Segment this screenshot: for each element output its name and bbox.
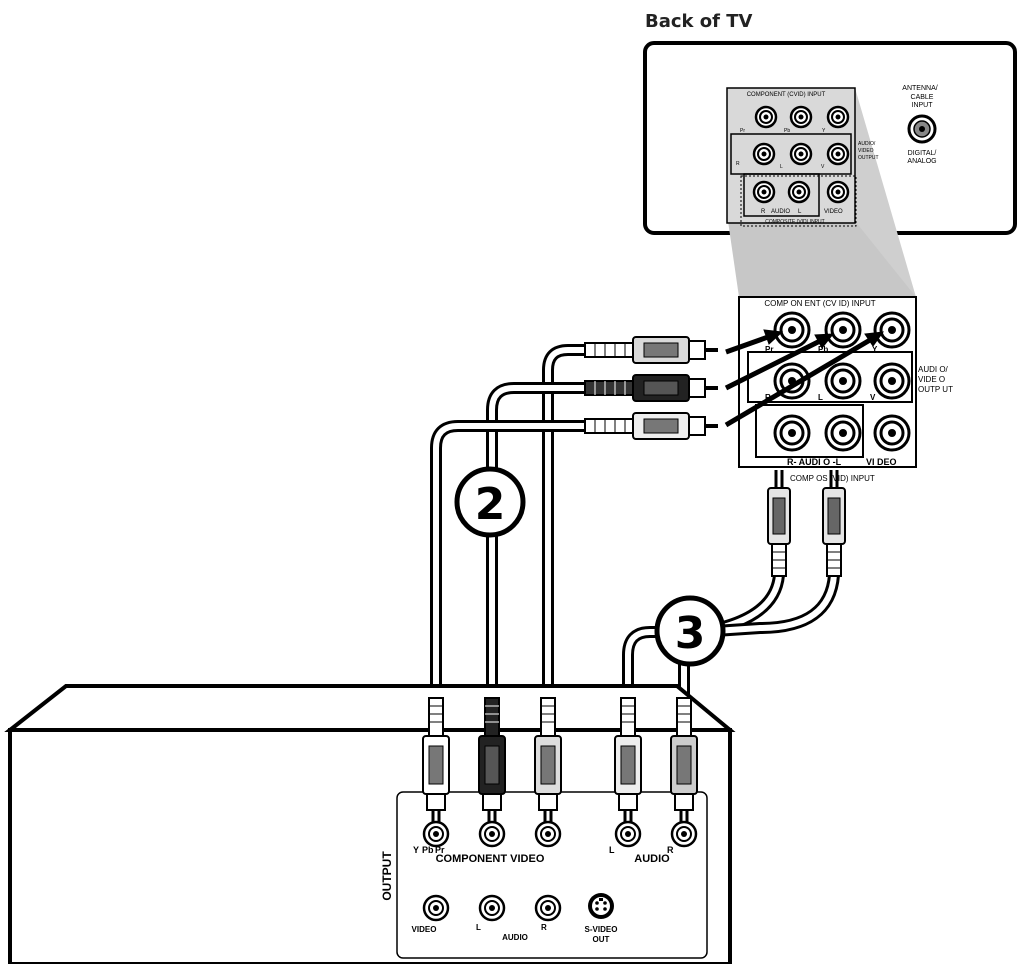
zoom-jack-y bbox=[873, 311, 911, 349]
tv-label-comp-audio: AUDIO bbox=[771, 209, 790, 215]
label-svideo: S-VIDEO bbox=[585, 925, 618, 934]
label-svideo-out: OUT bbox=[593, 935, 610, 944]
player-jack-audio-r bbox=[670, 820, 698, 848]
tv-label-pr: Pr bbox=[740, 128, 745, 134]
tv-jack-pb bbox=[789, 105, 813, 129]
tv-jack-out-r bbox=[752, 142, 776, 166]
tv-label-out-r: R bbox=[736, 161, 740, 167]
player-jack-y bbox=[422, 820, 450, 848]
zoom-jack-pb bbox=[824, 311, 862, 349]
component-cables bbox=[430, 344, 596, 706]
tv-jack-comp-video bbox=[826, 180, 850, 204]
antenna-label-3: INPUT bbox=[912, 102, 934, 109]
step-2-badge: 2 bbox=[454, 466, 526, 538]
zoom-label-pb: Pb bbox=[818, 345, 828, 354]
label-bottom-audio: AUDIO bbox=[502, 933, 528, 942]
tv-av-label-3: OUTPUT bbox=[858, 155, 879, 161]
label-bottom-l: L bbox=[476, 923, 481, 932]
digital-label-1: DIGITAL/ bbox=[908, 150, 937, 157]
tv-jack-comp-r bbox=[752, 180, 776, 204]
tv-jack-comp-l bbox=[787, 180, 811, 204]
tv-av-label-2: VIDEO bbox=[858, 148, 874, 154]
zoom-label-out-v: V bbox=[870, 393, 876, 402]
zoom-av-label-3: OUTP UT bbox=[918, 385, 953, 394]
svideo-jack bbox=[588, 893, 614, 919]
digital-label-2: ANALOG bbox=[907, 158, 936, 165]
connection-arrows bbox=[724, 329, 885, 428]
player-jack-bottom-l bbox=[478, 894, 506, 922]
player-jack-audio-l bbox=[614, 820, 642, 848]
antenna-jack bbox=[907, 114, 937, 144]
zoom-jack-out-v bbox=[873, 362, 911, 400]
tv-label-pb: Pb bbox=[784, 128, 790, 134]
zoom-jack-out-l bbox=[824, 362, 862, 400]
tv-jack-y bbox=[826, 105, 850, 129]
antenna-label-2: CABLE bbox=[911, 94, 934, 101]
component-plugs-tv-end bbox=[584, 336, 718, 440]
zoom-label-comp-audio: R- AUDI O -L bbox=[787, 457, 842, 467]
label-audio-l: L bbox=[609, 845, 615, 855]
zoom-component-header: COMP ON ENT (CV ID) INPUT bbox=[764, 299, 875, 308]
zoom-av-label-2: VIDE O bbox=[918, 375, 945, 384]
diagram-title: Back of TV bbox=[645, 11, 753, 32]
tv-jack-out-l bbox=[789, 142, 813, 166]
tv-label-comp-r: R bbox=[761, 209, 766, 215]
zoom-label-comp-video: VI DEO bbox=[866, 457, 897, 467]
zoom-label-out-l: L bbox=[818, 393, 823, 402]
tv-label-out-v: V bbox=[821, 164, 825, 170]
tv-label-out-l: L bbox=[780, 164, 783, 170]
zoom-av-label-1: AUDI O/ bbox=[918, 365, 949, 374]
label-video: VIDEO bbox=[412, 925, 437, 934]
component-video-title: COMPONENT VIDEO bbox=[436, 853, 545, 865]
label-audio-r: R bbox=[667, 845, 674, 855]
zoom-label-y: Y bbox=[872, 345, 878, 354]
player-plugs bbox=[422, 697, 698, 822]
label-y: Y bbox=[413, 845, 419, 855]
step-3-label: 3 bbox=[675, 608, 706, 659]
label-pb: Pb bbox=[422, 845, 434, 855]
zoom-jack-pr bbox=[773, 311, 811, 349]
step-3-badge: 3 bbox=[654, 595, 726, 667]
zoom-jack-comp-l bbox=[824, 414, 862, 452]
zoom-jack-comp-r bbox=[773, 414, 811, 452]
tv-av-label-1: AUDIO/ bbox=[858, 141, 876, 147]
tv-label-comp-video: VIDEO bbox=[824, 209, 843, 215]
tv-jack-pr bbox=[754, 105, 778, 129]
zoom-jack-comp-video bbox=[873, 414, 911, 452]
tv-component-header: COMPONENT (CVID) INPUT bbox=[747, 92, 826, 98]
tv-label-y: Y bbox=[822, 128, 826, 134]
zoom-jack-panel: COMP ON ENT (CV ID) INPUT Pr Pb Y R L V … bbox=[738, 296, 917, 468]
tv-jack-out-v bbox=[826, 142, 850, 166]
audio-title: AUDIO bbox=[634, 853, 670, 865]
zoom-label-pr: Pr bbox=[765, 345, 773, 354]
tv-label-comp-l: L bbox=[798, 209, 802, 215]
player-jack-bottom-r bbox=[534, 894, 562, 922]
audio-plugs-tv-end bbox=[767, 470, 846, 577]
player-jack-pb bbox=[478, 820, 506, 848]
tv-jack-panel: COMPONENT (CVID) INPUT Pr Pb Y R L V R A… bbox=[726, 87, 857, 227]
label-pr: Pr bbox=[435, 845, 445, 855]
player-jack-pr bbox=[534, 820, 562, 848]
output-label: OUTPUT bbox=[380, 851, 394, 901]
label-bottom-r: R bbox=[541, 923, 547, 932]
tv-composite-footer: COMPOSITE (VID) INPUT bbox=[765, 219, 824, 225]
step-2-label: 2 bbox=[475, 479, 506, 530]
player-jack-video bbox=[422, 894, 450, 922]
antenna-label-1: ANTENNA/ bbox=[902, 85, 937, 92]
